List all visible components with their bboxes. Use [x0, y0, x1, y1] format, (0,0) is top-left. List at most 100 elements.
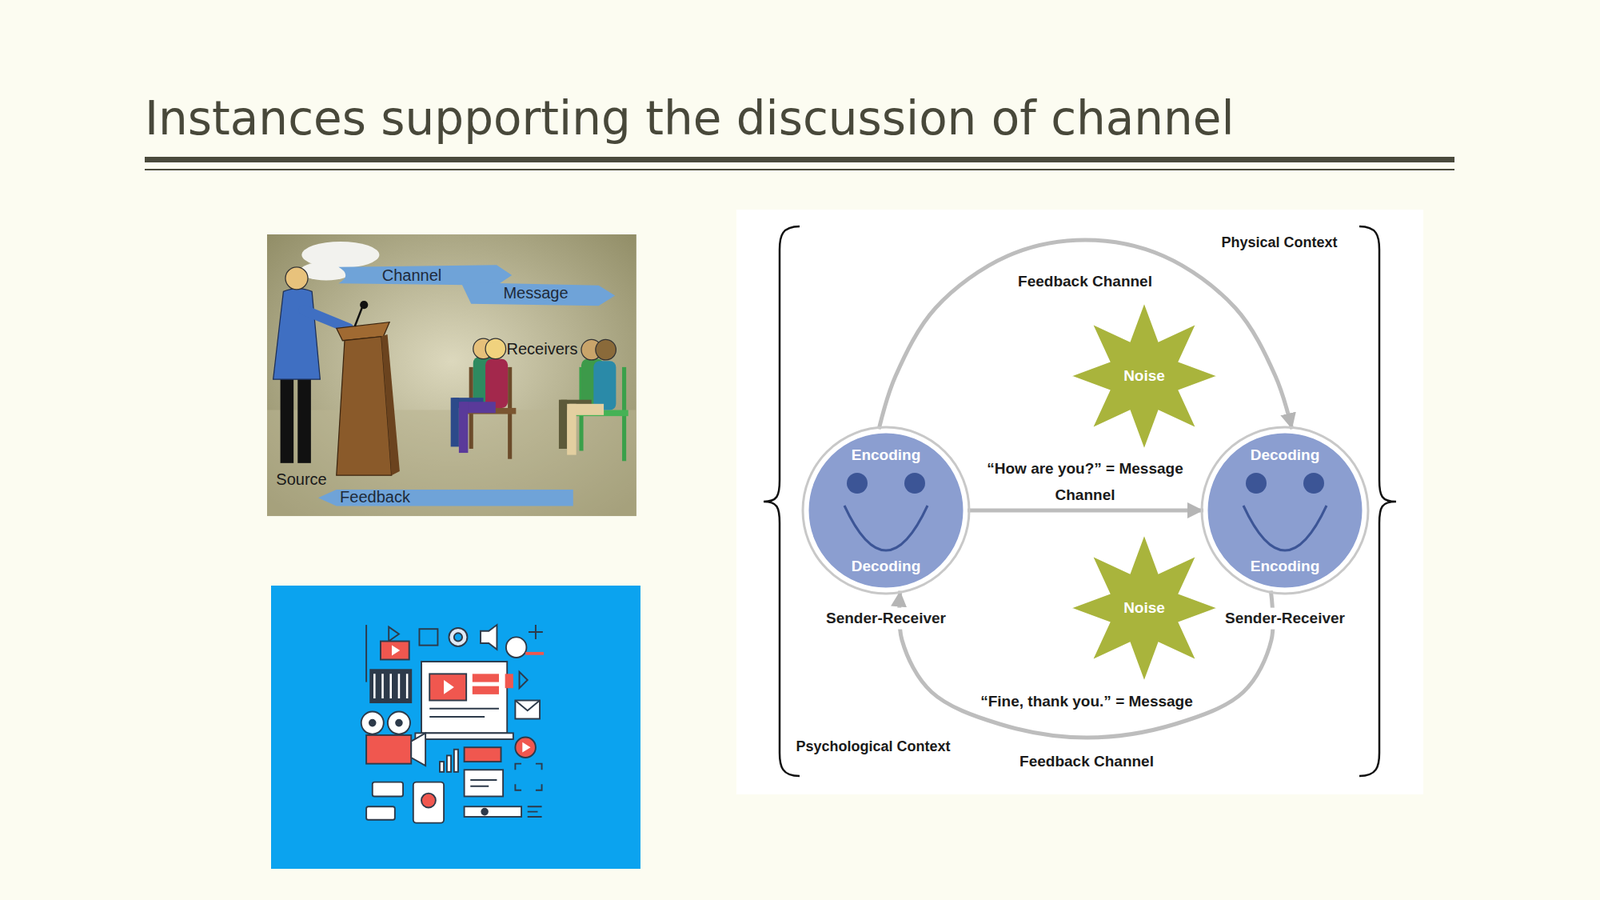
media-icons-part: [387, 711, 411, 735]
media-icons-part: [506, 636, 527, 658]
media-icons-part: [410, 732, 426, 766]
media-icons-part: [421, 793, 436, 808]
media-icons-part: [480, 624, 497, 650]
title-rule: [144, 156, 1455, 163]
media-icons-part: [448, 627, 467, 647]
speaker-illustration-part: [485, 338, 507, 360]
noise-star: Noise: [1067, 530, 1221, 685]
person-circle: EncodingDecodingSender-Receiver: [804, 428, 968, 592]
illustration-label: Feedback: [339, 486, 411, 507]
speaker-illustration-part: [558, 399, 567, 449]
media-icons-part: [418, 628, 438, 645]
media-icons-part: [470, 779, 497, 787]
media-icons-panel: [271, 585, 641, 869]
circle-shadow: [1201, 426, 1369, 594]
person-circle: DecodingEncodingSender-Receiver: [1203, 428, 1367, 592]
media-icons-part: [361, 711, 384, 735]
face-circle: [806, 430, 966, 590]
slide-title: Instances supporting the discussion of c…: [144, 93, 1235, 145]
context-label: Physical Context: [1217, 234, 1341, 252]
media-icons-part: [514, 763, 542, 791]
speaker-illustration-part: [381, 334, 400, 475]
media-icons-part: [519, 671, 528, 688]
shape-group: [1069, 532, 1220, 683]
media-icons-part: [439, 761, 444, 772]
media-icons-part: [446, 754, 451, 771]
media-icons-part: [429, 673, 467, 700]
illustration-label: Receivers: [506, 339, 579, 359]
media-icons-part: [528, 624, 543, 639]
channel-label: Channel: [1052, 486, 1119, 505]
node-label: Decoding: [1250, 446, 1321, 465]
face-eye: [1303, 472, 1325, 494]
speaker-illustration-part: [280, 375, 295, 463]
shape-group: [802, 426, 970, 594]
media-icons-part: [464, 746, 502, 762]
media-icons-part: [464, 769, 503, 796]
message-arrow: [967, 508, 1204, 513]
node-caption: Sender-Receiver: [822, 607, 950, 630]
model-panel: [736, 209, 1424, 795]
media-icons-part: [505, 673, 514, 688]
node-label: Noise: [1123, 598, 1166, 618]
speaker-illustration-part: [485, 359, 508, 408]
speaker-illustration-part: [267, 234, 637, 516]
speaker-illustration-part: [595, 339, 617, 360]
face-circle: [1205, 430, 1365, 590]
face-smile: [844, 505, 928, 551]
star-shape: [1069, 300, 1220, 451]
speaker-illustration-part: [273, 288, 321, 380]
speaker-illustration-part: [285, 267, 308, 290]
media-icons-part: [481, 808, 488, 815]
media-icons-part: [413, 782, 444, 823]
speaker-illustration-part: [450, 397, 459, 447]
media-icons-part: [454, 632, 463, 641]
media-icons-part: [391, 645, 400, 656]
node-label: Encoding: [1250, 557, 1321, 576]
media-icons-part: [366, 805, 396, 820]
illustration-label: Message: [502, 283, 568, 303]
speaker-illustration-part: [593, 360, 616, 410]
message-label: “How are you?” = Message: [983, 459, 1187, 479]
media-icons-part: [370, 669, 411, 703]
shape-group: [1201, 426, 1369, 594]
message-label: “Fine, thank you.” = Message: [977, 692, 1197, 711]
media-icons-part: [421, 661, 507, 733]
media-icons-part: [443, 679, 455, 695]
noise-star: Noise: [1067, 299, 1221, 453]
context-label: Psychological Context: [792, 738, 954, 756]
media-icons-part: [374, 673, 407, 699]
illustration-label: Channel: [382, 265, 443, 285]
media-icons-part: [380, 641, 410, 660]
media-icons-part: [429, 708, 499, 717]
shape-group: [1069, 300, 1220, 451]
media-icons-part: [369, 719, 376, 727]
speaker-illustration-part: [355, 307, 363, 327]
media-icons-part: [522, 742, 531, 753]
speaker-illustration: [267, 234, 637, 516]
speaker-illustration-part: [338, 264, 512, 286]
speaker-illustration-part: [458, 401, 468, 453]
media-icons-part: [388, 626, 400, 642]
speaker-illustration-part: [297, 375, 312, 463]
star-shape: [1069, 532, 1220, 683]
circle-shadow: [802, 426, 970, 594]
face-eye: [846, 472, 868, 494]
title-rule: [144, 168, 1455, 171]
illustration-label: Source: [275, 469, 327, 489]
speaker-illustration-part: [359, 300, 368, 309]
media-icons-part: [414, 732, 513, 739]
media-icons-part: [525, 651, 544, 655]
speaker-illustration-part: [566, 403, 576, 455]
media-icons: [361, 624, 544, 823]
context-brace: [763, 226, 800, 776]
media-icons-part: [527, 805, 543, 817]
face-eye: [1245, 472, 1267, 494]
node-label: Noise: [1123, 367, 1166, 386]
face-smile: [1243, 505, 1327, 551]
face-eye: [904, 472, 926, 494]
node-label: Encoding: [851, 446, 922, 465]
media-icons-part: [472, 673, 499, 682]
channel-label: Feedback Channel: [1016, 752, 1158, 771]
